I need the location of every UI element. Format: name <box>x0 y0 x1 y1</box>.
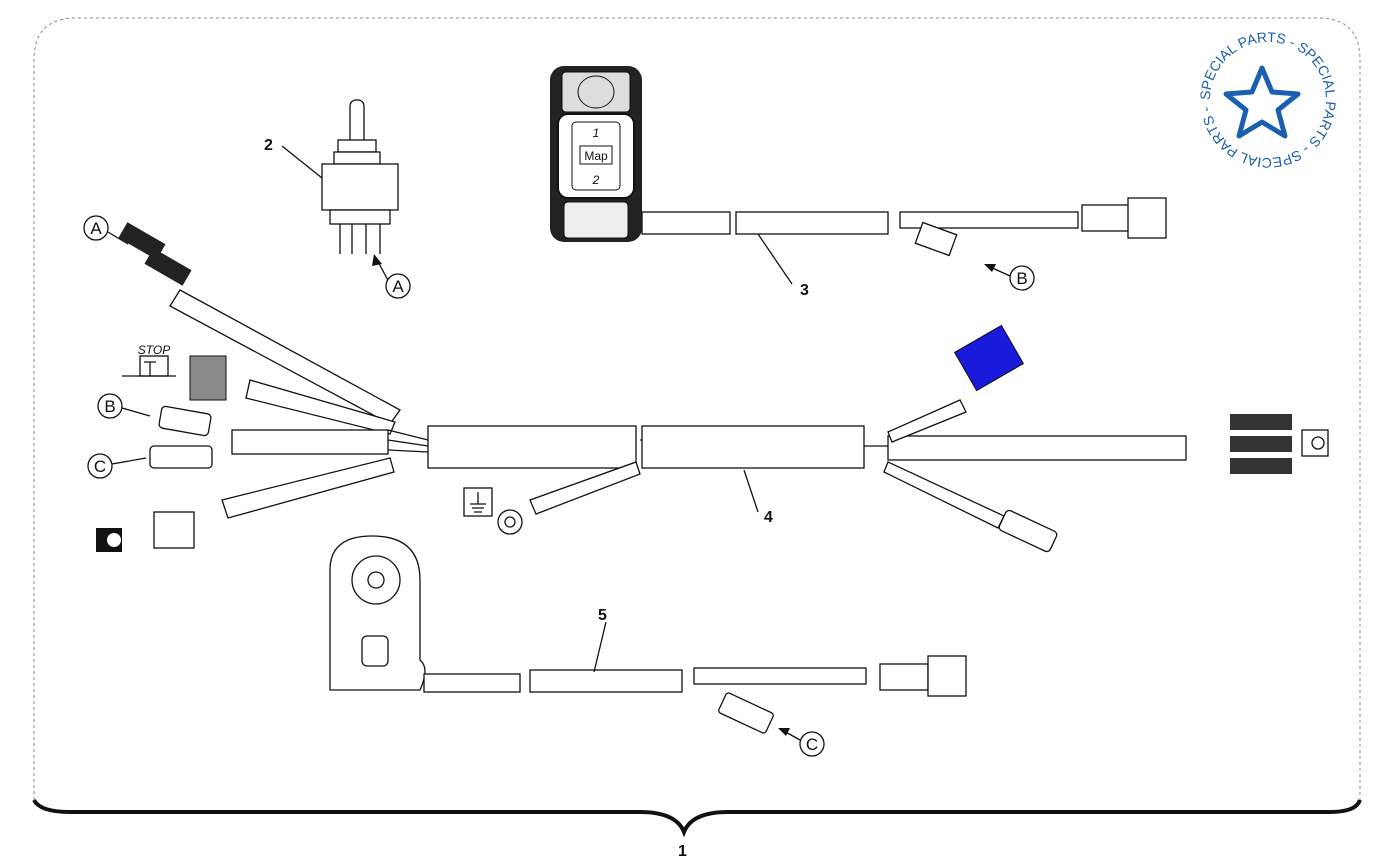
part-4-label: 4 <box>764 509 773 526</box>
map-switch-harness: 1 Map 2 3 B <box>550 66 1167 299</box>
brake-switch-icon: STOP <box>122 343 176 377</box>
part-3-label: 3 <box>800 282 809 299</box>
headlight-icon <box>1301 429 1329 457</box>
callout-a: A <box>392 277 404 296</box>
part-5-label: 5 <box>598 607 607 624</box>
callout-c: C <box>94 457 106 476</box>
svg-text:2: 2 <box>592 173 600 187</box>
svg-text:SPECIAL PARTS - SPECIAL PARTS: SPECIAL PARTS - SPECIAL PARTS - SPECIAL … <box>1197 29 1339 171</box>
bullet-connectors <box>118 222 1292 474</box>
assembly-label: 1 <box>678 843 687 860</box>
high-beam-icon <box>96 528 122 552</box>
main-harness: STOP 4 A B C <box>83 215 1329 553</box>
callout-a: A <box>90 219 102 238</box>
callout-c: C <box>806 735 818 754</box>
sensor-harness: 5 C <box>329 535 967 757</box>
toggle-switch: 2 A <box>264 99 411 299</box>
callout-b: B <box>104 397 115 416</box>
star-icon <box>1223 65 1301 139</box>
special-parts-stamp: SPECIAL PARTS - SPECIAL PARTS - SPECIAL … <box>1197 29 1339 171</box>
svg-text:STOP: STOP <box>138 343 170 357</box>
ground-icon <box>463 487 493 517</box>
svg-text:Map: Map <box>584 149 608 163</box>
assembly-brace <box>32 798 1362 838</box>
frame-border <box>33 17 1361 800</box>
part-2-label: 2 <box>264 137 273 154</box>
svg-text:1: 1 <box>593 126 600 140</box>
callout-b: B <box>1016 269 1027 288</box>
